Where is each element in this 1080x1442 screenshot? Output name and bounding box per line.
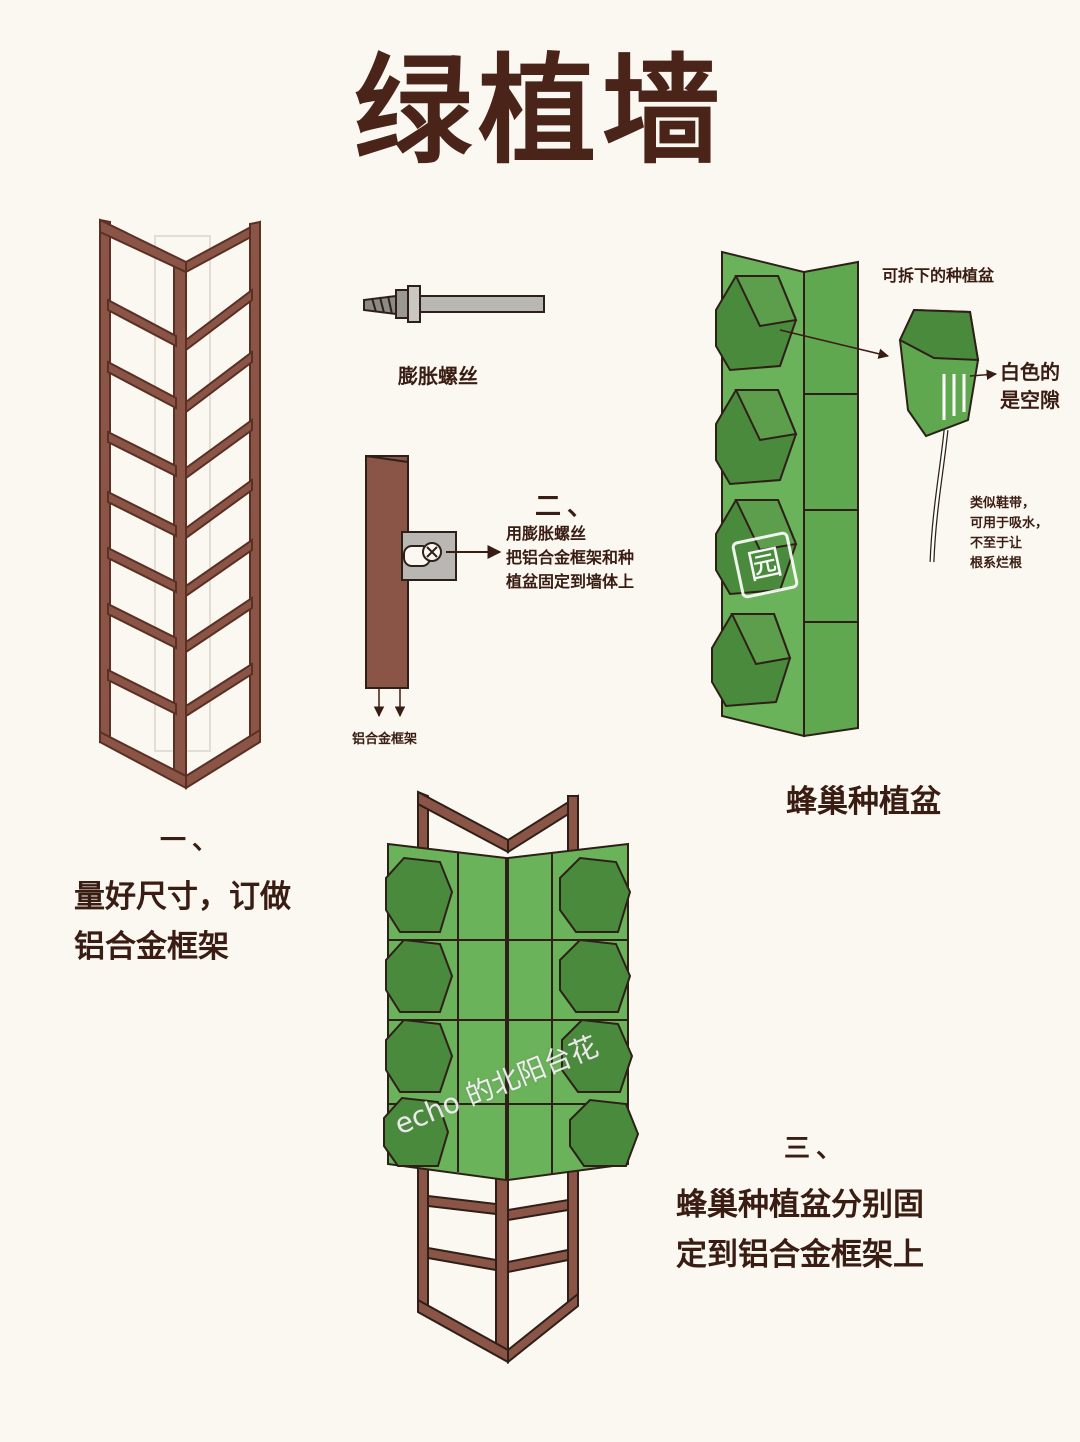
step-one-caption: 量好尺寸，订做 铝合金框架 xyxy=(74,879,291,965)
page-title: 绿植墙 xyxy=(353,42,726,180)
gap-label: 白色的 是空隙 xyxy=(1000,360,1060,412)
step-two-marker: 二、 xyxy=(535,492,600,522)
watermark-stamp: 园 xyxy=(730,530,800,600)
wick-label: 类似鞋带， 可用于吸水， 不至于让 根系烂根 xyxy=(970,496,1049,571)
step-three-marker: 三、 xyxy=(784,1134,849,1164)
honeycomb-planter-drawing xyxy=(711,250,998,738)
bolt-label: 膨胀螺丝 xyxy=(398,364,478,388)
frame-label: 铝合金框架 xyxy=(352,732,418,747)
wall-bracket-drawing xyxy=(365,455,502,718)
detachable-pot-label: 可拆下的种植盆 xyxy=(882,266,995,285)
assembled-green-wall-drawing xyxy=(383,790,640,1365)
aluminum-frame-drawing xyxy=(99,218,261,790)
step-three-caption: 蜂巢种植盆分别固 定到铝合金框架上 xyxy=(676,1187,924,1273)
step-one-marker: 一、 xyxy=(160,826,225,856)
honeycomb-planter-caption: 蜂巢种植盆 xyxy=(786,784,941,820)
step-two-note: 用膨胀螺丝 把铝合金框架和种 植盆固定到墙体上 xyxy=(506,524,635,591)
expansion-bolt-drawing xyxy=(363,285,545,323)
